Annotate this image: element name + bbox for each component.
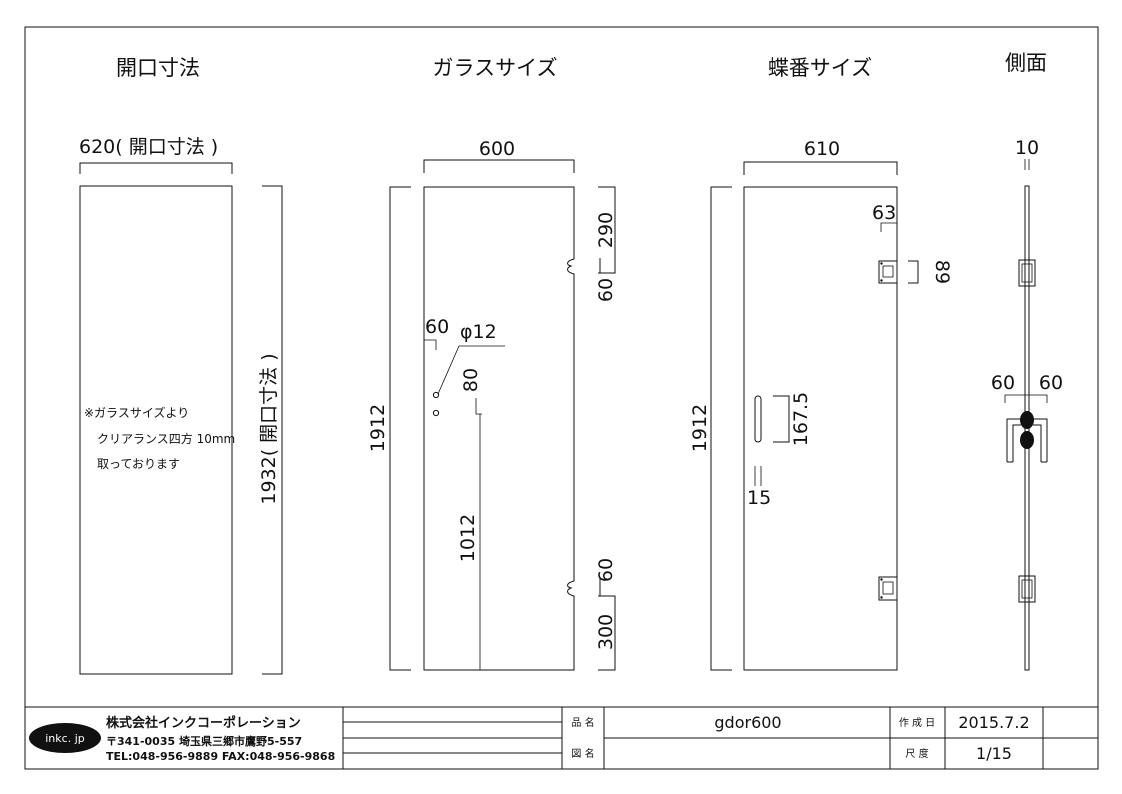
company-logo-text: inkc. jp (45, 732, 84, 745)
handle-width-dim (754, 466, 762, 486)
opening-view: 620( 開口寸法 ) 1932( 開口寸法 ) ※ガラスサイズより クリアラン… (79, 136, 283, 675)
glass-outline (423, 186, 575, 671)
side-right-label: 60 (1039, 372, 1063, 394)
hinge-view: 610 1912 63 89 167.5 15 (689, 138, 953, 671)
side-hinge-bottom (1018, 575, 1036, 603)
glass-height-label: 1912 (367, 404, 389, 452)
name-value: gdor600 (714, 713, 781, 732)
glass-dim-300-label: 300 (595, 614, 617, 650)
hinge-plate-top (878, 260, 898, 284)
heading-glass: ガラスサイズ (433, 56, 558, 80)
opening-width-label: 620( 開口寸法 ) (79, 136, 218, 158)
glass-dim-300 (598, 595, 616, 671)
title-block: inkc. jp 株式会社インクコーポレーション 〒341-0035 埼玉県三郷… (25, 706, 1098, 769)
scale-label: 尺 度 (905, 747, 928, 760)
side-thickness-dim (1024, 159, 1030, 170)
hinge-height-label: 1912 (689, 404, 711, 452)
hinge-plate-dim (908, 260, 919, 284)
side-view: 10 60 60 (991, 137, 1063, 671)
glass-hole-offset-label: 60 (425, 316, 449, 338)
opening-height-dim (262, 185, 283, 675)
date-value: 2015.7.2 (958, 713, 1029, 732)
glass-hole-pitch-dim (475, 398, 482, 670)
glass-hole-pitch-label: 80 (460, 368, 482, 392)
glass-view: 600 1912 290 60 60 300 60 φ12 80 1012 (367, 138, 617, 671)
side-handle (1006, 411, 1048, 463)
scale-value: 1/15 (976, 744, 1012, 763)
drawing-label: 図 名 (571, 747, 594, 760)
glass-height-dim (389, 186, 411, 671)
opening-width-dim (79, 162, 233, 174)
opening-outline (79, 185, 233, 675)
hinge-offset-label: 63 (872, 202, 896, 224)
glass-dim-290-label: 290 (595, 212, 617, 248)
glass-hole-leader (437, 345, 505, 395)
glass-hole-bottom (432, 409, 440, 417)
handle-slot (754, 395, 762, 443)
hinge-width-dim (743, 161, 898, 175)
name-label: 品 名 (571, 716, 594, 729)
hinge-height-dim (710, 186, 732, 671)
glass-dim-60-top-label: 60 (595, 278, 617, 302)
glass-dim-60-bottom-label: 60 (595, 558, 617, 582)
hinge-door-outline (743, 186, 898, 671)
glass-width-label: 600 (479, 138, 515, 160)
hinge-offset-dim (880, 222, 897, 232)
heading-side: 側面 (1005, 51, 1047, 75)
side-handle-dim (1004, 394, 1048, 403)
side-hinge-top (1018, 259, 1036, 287)
heading-opening: 開口寸法 (116, 56, 200, 80)
glass-hole-height-label: 1012 (457, 514, 479, 562)
opening-height-label: 1932( 開口寸法 ) (258, 353, 280, 504)
company-address: 〒341-0035 埼玉県三郷市鷹野5-557 (106, 734, 302, 748)
date-label: 作 成 日 (899, 717, 935, 729)
company-contact: TEL:048-956-9889 FAX:048-956-9868 (106, 750, 335, 763)
opening-note-1: ※ガラスサイズより (84, 405, 189, 420)
glass-dim-290 (598, 186, 616, 274)
side-left-label: 60 (991, 372, 1015, 394)
side-thickness-label: 10 (1015, 137, 1039, 159)
handle-width-label: 15 (747, 487, 771, 509)
title-block-frame (25, 706, 1098, 769)
company-name: 株式会社インクコーポレーション (106, 715, 301, 731)
glass-width-dim (423, 159, 575, 173)
glass-hole-top (432, 391, 440, 399)
hinge-plate-label: 89 (931, 260, 953, 284)
opening-note-2: クリアランス四方 10mm (97, 431, 235, 446)
handle-length-label: 167.5 (790, 392, 812, 446)
company-logo (29, 723, 101, 753)
glass-hole-dia-label: φ12 (460, 321, 497, 343)
opening-note-3: 取っております (97, 457, 180, 471)
glass-hole-offset-dim (424, 339, 437, 350)
heading-hinge: 蝶番サイズ (768, 56, 872, 80)
hinge-width-label: 610 (804, 138, 840, 160)
handle-length-dim (773, 395, 790, 443)
hinge-plate-bottom (878, 576, 898, 601)
